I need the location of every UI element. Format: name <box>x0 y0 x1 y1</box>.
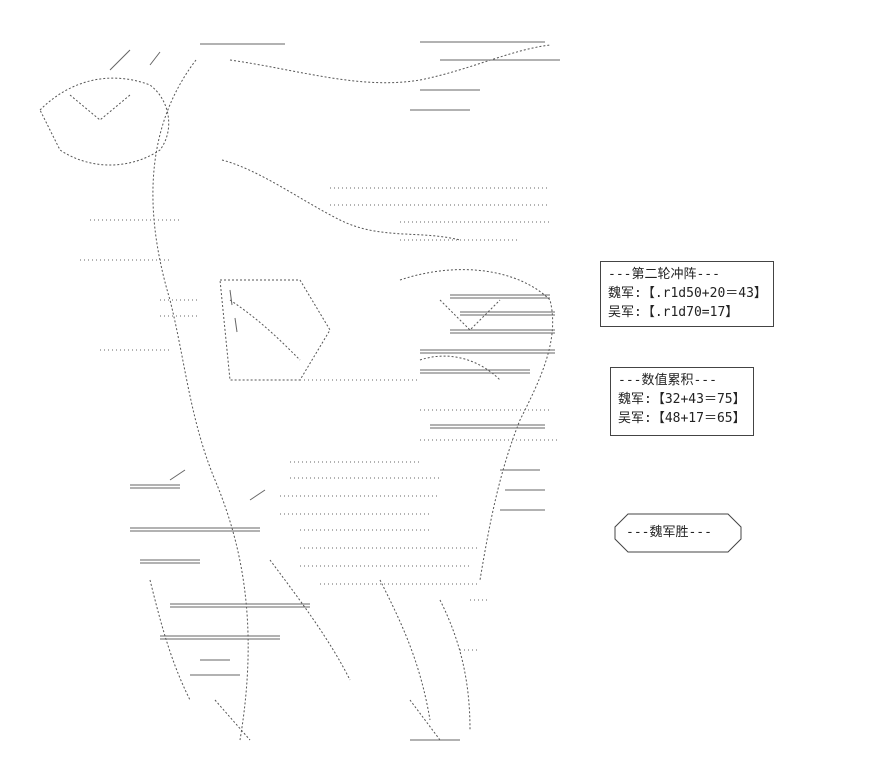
round-wu-roll: 吴军:【.r1d70=17】 <box>608 305 739 320</box>
round-wei-roll: 魏军:【.r1d50+20＝43】 <box>608 286 767 301</box>
round-title: ---第二轮冲阵--- <box>608 267 720 282</box>
round-result-panel: ---第二轮冲阵--- 魏军:【.r1d50+20＝43】 吴军:【.r1d70… <box>600 261 774 327</box>
round-result-frame <box>600 261 774 327</box>
tally-wei-total: 魏军:【32+43＝75】 <box>618 392 746 407</box>
tally-frame <box>610 367 754 436</box>
tally-wu-total: 吴军:【48+17＝65】 <box>618 411 746 426</box>
winner-frame <box>614 513 742 553</box>
winner-text: ---魏军胜--- <box>626 525 712 540</box>
tally-title: ---数值累积--- <box>618 373 717 388</box>
tally-panel: ---数值累积--- 魏军:【32+43＝75】 吴军:【48+17＝65】 <box>610 367 754 436</box>
winner-panel: ---魏军胜--- <box>614 513 742 553</box>
